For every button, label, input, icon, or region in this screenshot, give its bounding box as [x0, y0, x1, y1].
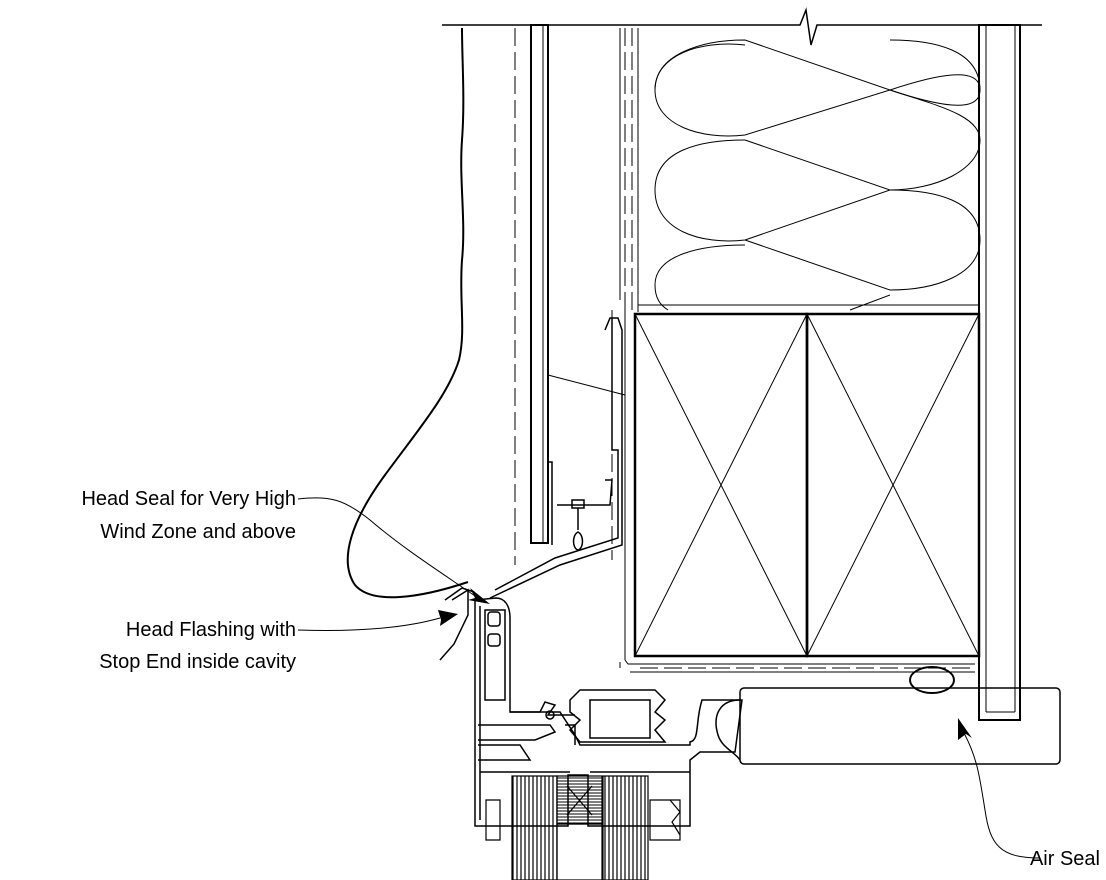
head-flashing-leader [297, 617, 441, 631]
glass-unit [485, 775, 681, 880]
head-seal-leader [297, 497, 479, 599]
head-flashing-callout-line2: Stop End inside cavity [99, 651, 296, 673]
air-seal-arrowhead [958, 718, 972, 740]
head-seal-callout-line2: Wind Zone and above [100, 521, 296, 543]
air-seal-bead [909, 666, 955, 694]
interior-reveal-trim [715, 687, 1061, 765]
sheathing [619, 28, 626, 660]
reveal-lining [619, 659, 975, 673]
head-flashing-arrowhead [438, 610, 458, 626]
window-head-frame [474, 597, 743, 827]
timber-lintels [633, 312, 981, 658]
cladding-board [530, 24, 549, 544]
head-seal-callout-line1: Head Seal for Very High [81, 488, 296, 510]
air-seal-leader [964, 734, 1041, 859]
cavity-dashed-lines [514, 28, 975, 669]
air-seal-callout: Air Seal [1030, 848, 1100, 870]
cladding-break-boundary [346, 27, 469, 599]
insulation-batts [637, 28, 981, 312]
leader-arrowheads [438, 588, 972, 740]
head-flashing-system [439, 317, 626, 661]
glazing-sash [565, 689, 667, 745]
head-flashing-callout-line1: Head Flashing with [126, 619, 296, 641]
callouts: Head Seal for Very High Wind Zone and ab… [81, 488, 1100, 870]
head-seal-arrowhead [468, 588, 490, 604]
leader-lines [297, 497, 1041, 859]
top-break-line [442, 7, 1042, 46]
interior-lining [978, 24, 1021, 721]
